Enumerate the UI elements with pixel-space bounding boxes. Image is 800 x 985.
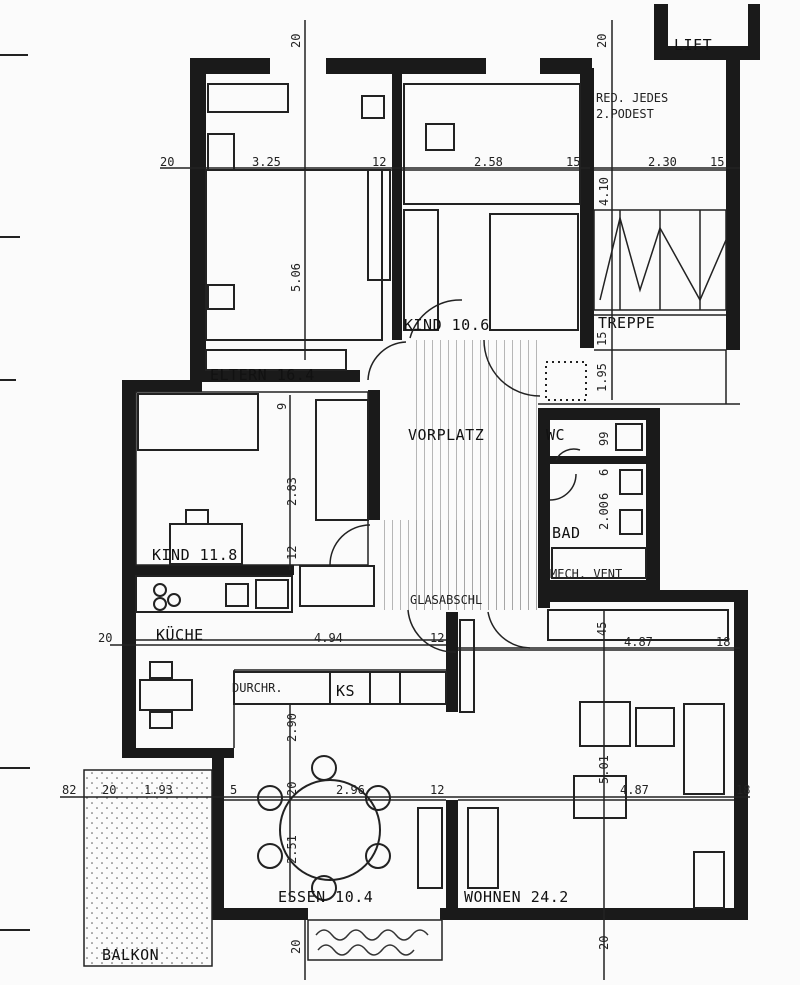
dim-9: 9 — [275, 403, 289, 410]
label-red-jedes: RED. JEDES — [596, 91, 668, 105]
dim-4-87b: 4.87 — [620, 783, 649, 797]
dim-20-kueche: 20 — [98, 631, 112, 645]
balkon-floor — [86, 772, 210, 964]
label-treppe: TREPPE — [598, 314, 655, 332]
dim-20-balkon: 20 — [102, 783, 116, 797]
label-vorplatz: VORPLATZ — [408, 426, 484, 444]
dim-99: 99 — [597, 432, 611, 446]
dim-15b: 15 — [710, 155, 724, 169]
dim-2-58: 2.58 — [474, 155, 503, 169]
dim-20-bottom-a: 20 — [289, 940, 303, 954]
dim-18a: 18 — [716, 635, 730, 649]
label-durchr: DURCHR. — [232, 681, 283, 695]
glasabschl-floor — [380, 520, 538, 610]
label-bad: BAD — [552, 524, 581, 542]
dim-20-essen: 20 — [285, 782, 299, 796]
label-kind2: KIND 11.8 — [152, 546, 238, 564]
dim-82: 82 — [62, 783, 76, 797]
dim-2-00: 2.00 — [597, 501, 611, 530]
dim-6b: 6 — [597, 493, 611, 500]
planter — [307, 919, 443, 961]
dimension-labels: 20 20 20 3.25 12 2.58 15 2.30 15 4.10 5.… — [62, 34, 750, 954]
dim-top-20b: 20 — [595, 34, 609, 48]
dim-4-94: 4.94 — [314, 631, 343, 645]
label-wc: WC — [546, 426, 565, 444]
walls — [122, 4, 760, 920]
label-2podest: 2.PODEST — [596, 107, 654, 121]
label-glasabschl: GLASABSCHL — [410, 593, 482, 607]
label-balkon: BALKON — [102, 946, 159, 964]
dim-2-51: 2.51 — [285, 835, 299, 864]
furniture — [135, 83, 729, 909]
label-eltern: ELTERN 16.4 — [210, 366, 315, 384]
label-kind1: KIND 10.6 — [404, 316, 490, 334]
room-labels: ELTERN 16.4 KIND 10.6 TREPPE LIFT RED. J… — [102, 36, 712, 964]
dim-top-20a: 20 — [289, 34, 303, 48]
dim-4-87a: 4.87 — [624, 635, 653, 649]
margin-ticks — [0, 54, 30, 931]
dim-45: 45 — [595, 622, 609, 636]
planter-foliage — [315, 929, 429, 956]
dim-2-83: 2.83 — [285, 477, 299, 506]
dim-1-93: 1.93 — [144, 783, 173, 797]
dim-2-30: 2.30 — [648, 155, 677, 169]
dim-20-bottom-b: 20 — [597, 936, 611, 950]
label-lift: LIFT — [674, 36, 712, 54]
dim-18b: 18 — [736, 783, 750, 797]
dim-12c: 12 — [430, 631, 444, 645]
label-essen: ESSEN 10.4 — [278, 888, 373, 906]
dim-5: 5 — [230, 783, 237, 797]
dim-1-95: 1.95 — [595, 363, 609, 392]
dim-15a: 15 — [566, 155, 580, 169]
dimension-lines — [60, 20, 750, 980]
dim-12d: 12 — [430, 783, 444, 797]
label-kueche: KÜCHE — [156, 625, 204, 644]
dim-12a: 12 — [372, 155, 386, 169]
dim-4-10: 4.10 — [597, 177, 611, 206]
label-wohnen: WOHNEN 24.2 — [464, 888, 569, 906]
dim-2-96: 2.96 — [336, 783, 365, 797]
dim-5-01: 5.01 — [597, 755, 611, 784]
stairs — [593, 209, 727, 311]
label-mech-vent: MECH. VENT — [550, 567, 622, 581]
dim-6: 6 — [597, 469, 611, 476]
dim-left-20a: 20 — [160, 155, 174, 169]
dim-15c: 15 — [595, 332, 609, 346]
dim-2-90: 2.90 — [285, 713, 299, 742]
label-ks: KS — [336, 682, 355, 700]
dim-12b: 12 — [285, 546, 299, 560]
dim-3-25: 3.25 — [252, 155, 281, 169]
dim-5-06: 5.06 — [289, 263, 303, 292]
